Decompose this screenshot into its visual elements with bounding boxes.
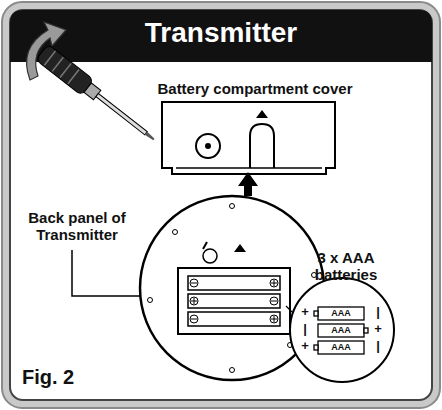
polarity-mark: | — [372, 339, 384, 354]
battery-label: AAA — [318, 325, 364, 335]
panel-title: Transmitter — [10, 17, 432, 48]
polarity-mark: | — [372, 305, 384, 320]
battery-label: AAA — [318, 308, 364, 318]
polarity-mark: + — [299, 339, 311, 354]
part-label: Back panel of Transmitter — [16, 210, 138, 244]
part-label: 3 x AAA batteries — [290, 250, 402, 284]
polarity-mark: + — [372, 322, 384, 337]
polarity-mark: + — [299, 305, 311, 320]
battery-label: AAA — [318, 342, 364, 352]
polarity-mark: | — [299, 322, 311, 337]
part-label: Battery compartment cover — [150, 81, 360, 98]
figure-number: Fig. 2 — [22, 366, 112, 388]
